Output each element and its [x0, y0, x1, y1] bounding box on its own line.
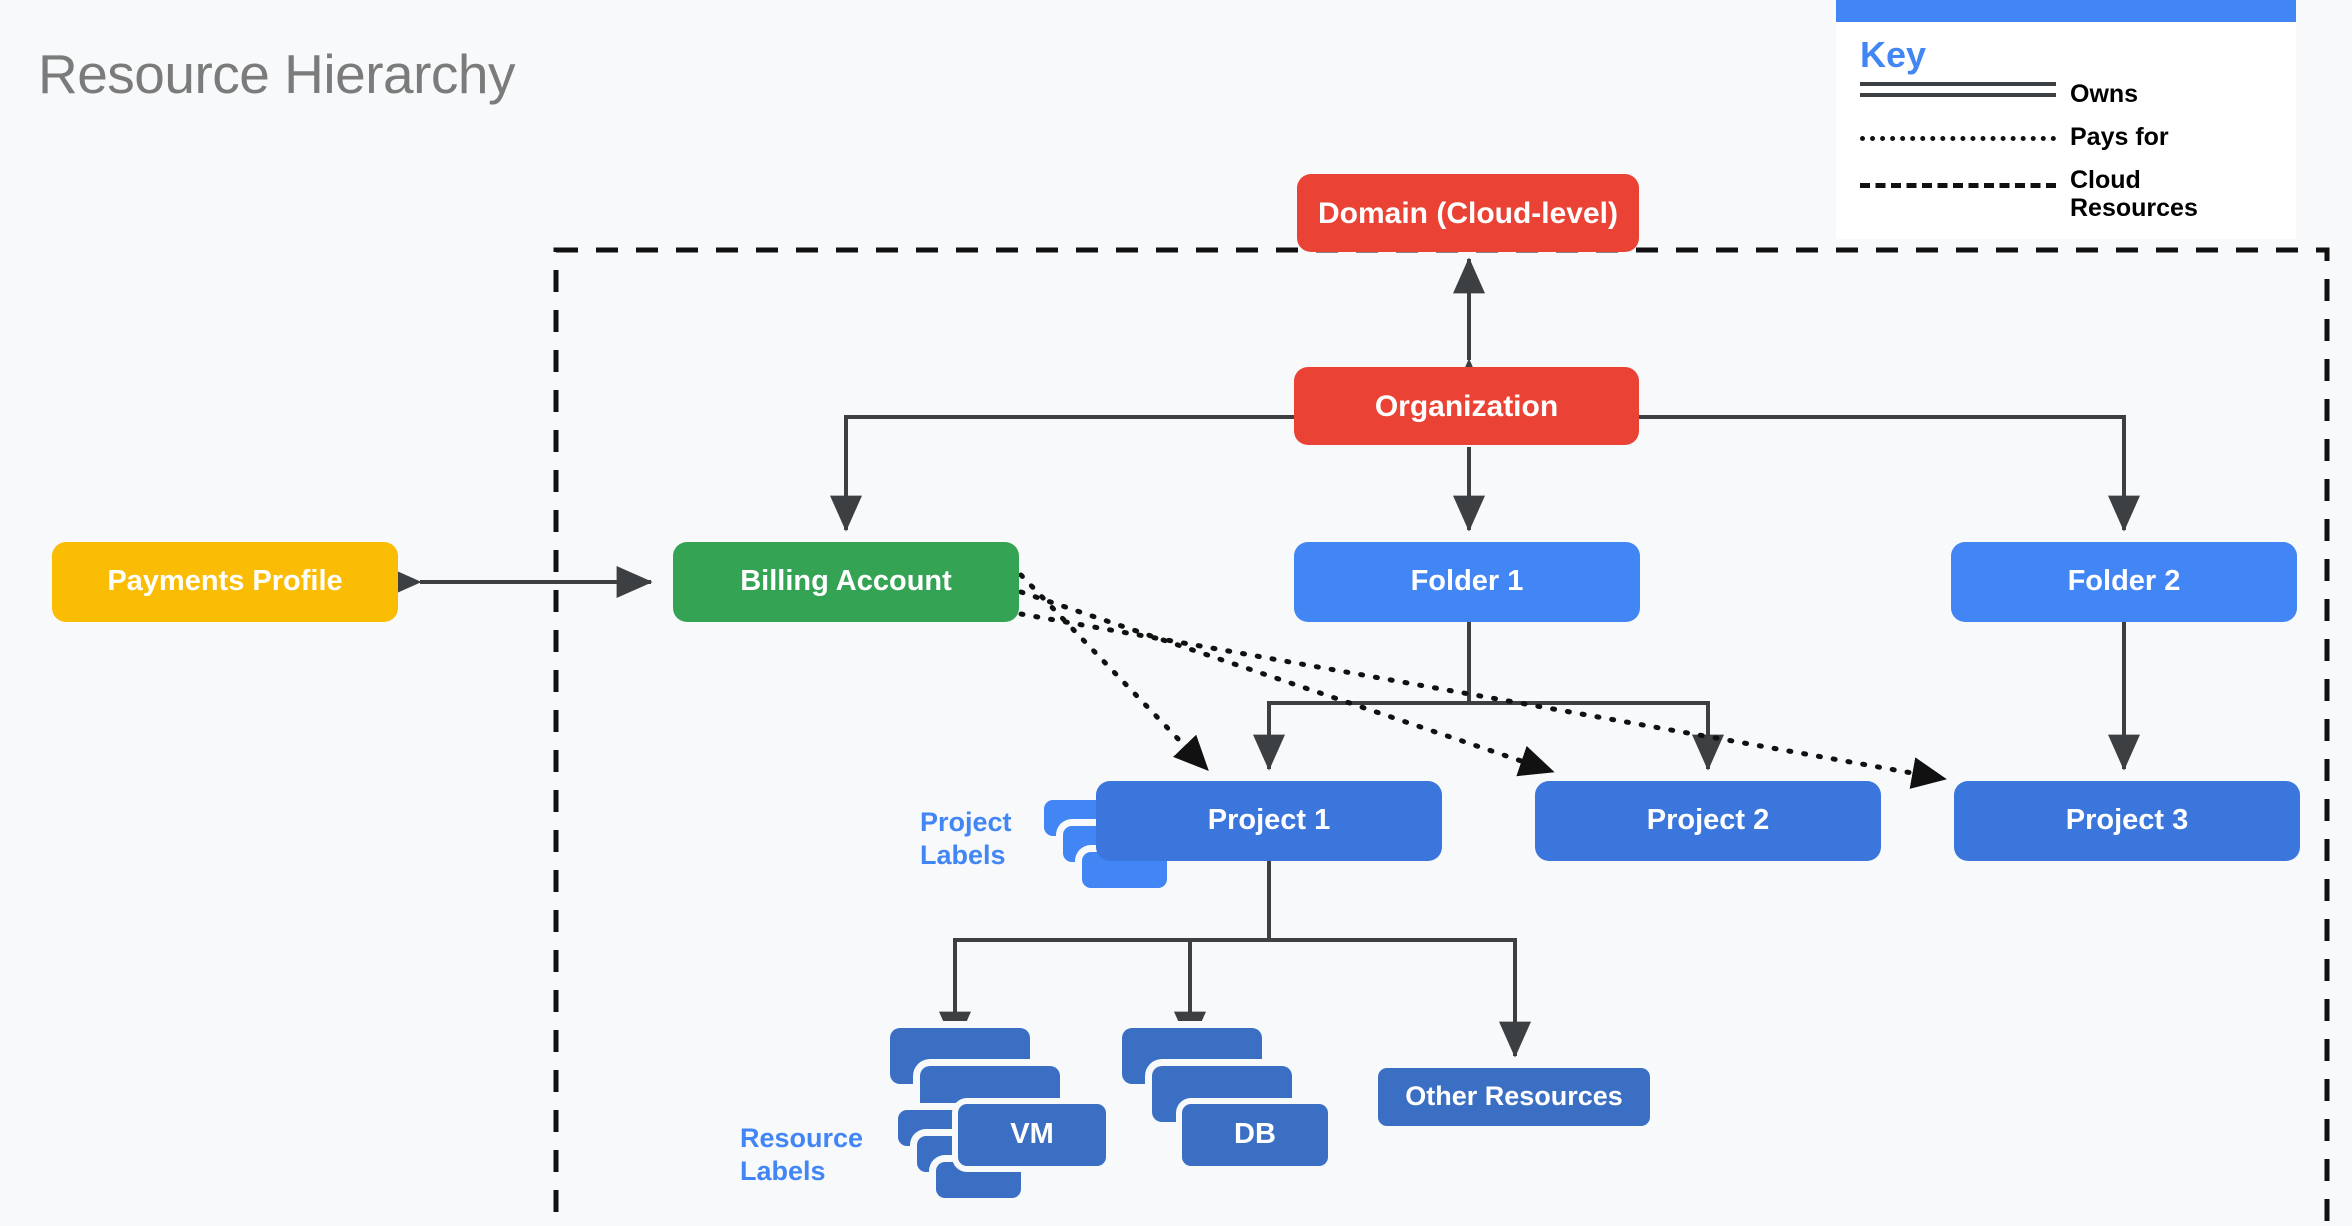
legend-solid-line-icon — [1860, 84, 2056, 104]
legend-accent-bar — [1836, 0, 2296, 22]
node-other-resources[interactable]: Other Resources — [1378, 1068, 1650, 1126]
legend-item-owns: Owns — [1836, 80, 2296, 109]
edge-organization-billing — [830, 415, 1294, 532]
node-billing-account[interactable]: Billing Account — [673, 542, 1019, 622]
node-db[interactable]: DB — [1182, 1104, 1328, 1166]
legend-title: Key — [1860, 34, 1927, 75]
node-project-3[interactable]: Project 3 — [1954, 781, 2300, 861]
node-vm[interactable]: VM — [958, 1104, 1106, 1166]
node-domain[interactable]: Domain (Cloud-level) — [1297, 174, 1639, 252]
legend-title-rule — [1860, 82, 2056, 86]
edge-billing-project3 — [1018, 611, 1947, 789]
legend-dotted-line-icon — [1860, 127, 2056, 147]
page-title: Resource Hierarchy — [38, 43, 516, 105]
legend-label-cloud-resources: Cloud Resources — [2070, 165, 2198, 223]
legend-item-pays-for: Pays for — [1836, 123, 2296, 152]
node-project-2[interactable]: Project 2 — [1535, 781, 1881, 861]
node-payments-profile[interactable]: Payments Profile — [52, 542, 398, 622]
edge-organization-folder2 — [1639, 415, 2140, 532]
project-labels-caption: Project Labels — [920, 807, 1012, 870]
node-folder-2[interactable]: Folder 2 — [1951, 542, 2297, 622]
legend-label-pays-for: Pays for — [2070, 122, 2169, 151]
edge-folder1-project1 — [1253, 701, 1469, 771]
edge-billing-project1 — [1018, 572, 1209, 772]
legend-panel: Key Owns Pays for Cloud Resources — [1836, 0, 2296, 239]
legend-label-owns: Owns — [2070, 80, 2139, 108]
legend-dashed-line-icon — [1860, 174, 2056, 194]
node-project-1[interactable]: Project 1 — [1096, 781, 1442, 861]
edge-folder1-project2 — [1469, 701, 1724, 771]
node-folder-1[interactable]: Folder 1 — [1294, 542, 1640, 622]
node-organization[interactable]: Organization — [1294, 367, 1639, 445]
resource-label-chip-3 — [936, 1162, 1021, 1198]
legend-item-cloud-resources: Cloud Resources — [1836, 166, 2296, 224]
resource-labels-caption: Resource Labels — [740, 1123, 864, 1186]
